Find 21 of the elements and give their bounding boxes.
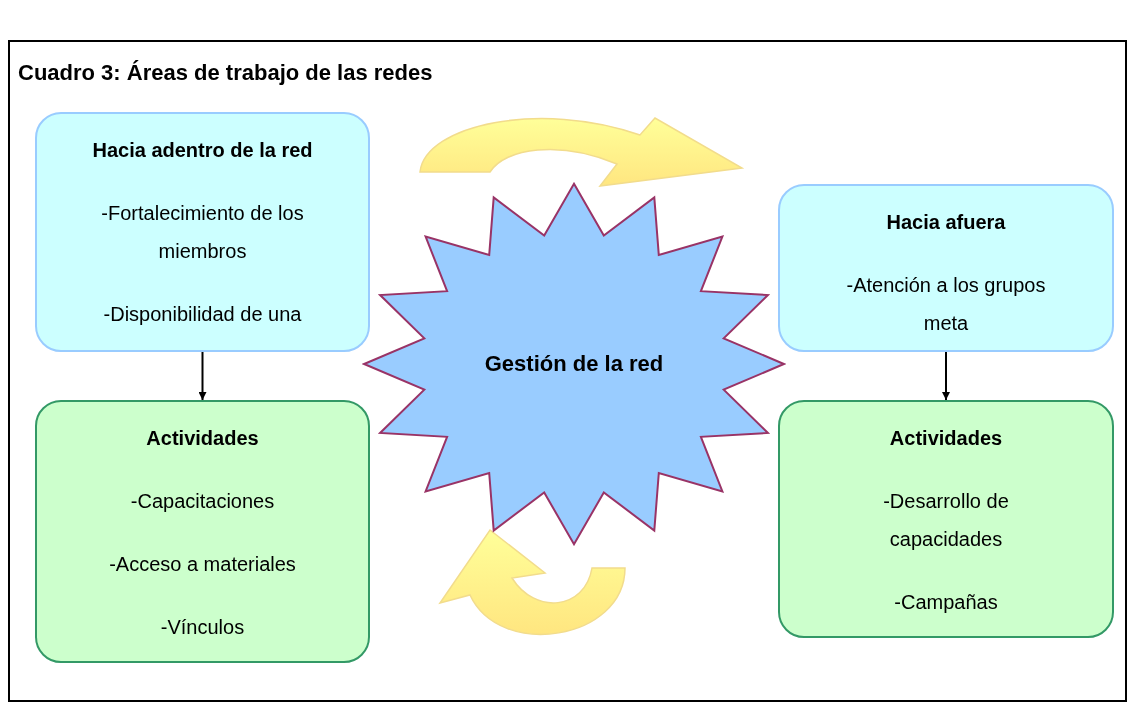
list-item: -Vínculos	[160, 615, 245, 640]
star-shape	[362, 182, 786, 546]
list-item: -Fortalecimiento de los miembros	[100, 201, 305, 264]
list-item: -Disponibilidad de una	[103, 302, 302, 327]
list-item: -Capacitaciones	[130, 489, 275, 514]
arrow	[942, 351, 950, 401]
activity-box	[35, 400, 370, 663]
list-item: -Desarrollo de capacidades	[882, 489, 1010, 552]
list-item: -Campañas	[894, 590, 998, 615]
area-box	[778, 184, 1114, 352]
box-heading: Hacia afuera	[886, 210, 1006, 235]
area-box	[35, 112, 370, 352]
center-label: Gestión de la red	[484, 350, 664, 378]
list-item: -Acceso a materiales	[109, 552, 296, 577]
box-heading: Actividades	[889, 426, 1003, 451]
diagram-title: Cuadro 3: Áreas de trabajo de las redes	[18, 60, 433, 86]
arrow	[198, 351, 207, 401]
box-heading: Hacia adentro de la red	[92, 138, 313, 163]
box-heading: Actividades	[146, 426, 259, 451]
list-item: -Atención a los grupos meta	[845, 273, 1047, 336]
activity-box	[778, 400, 1114, 638]
